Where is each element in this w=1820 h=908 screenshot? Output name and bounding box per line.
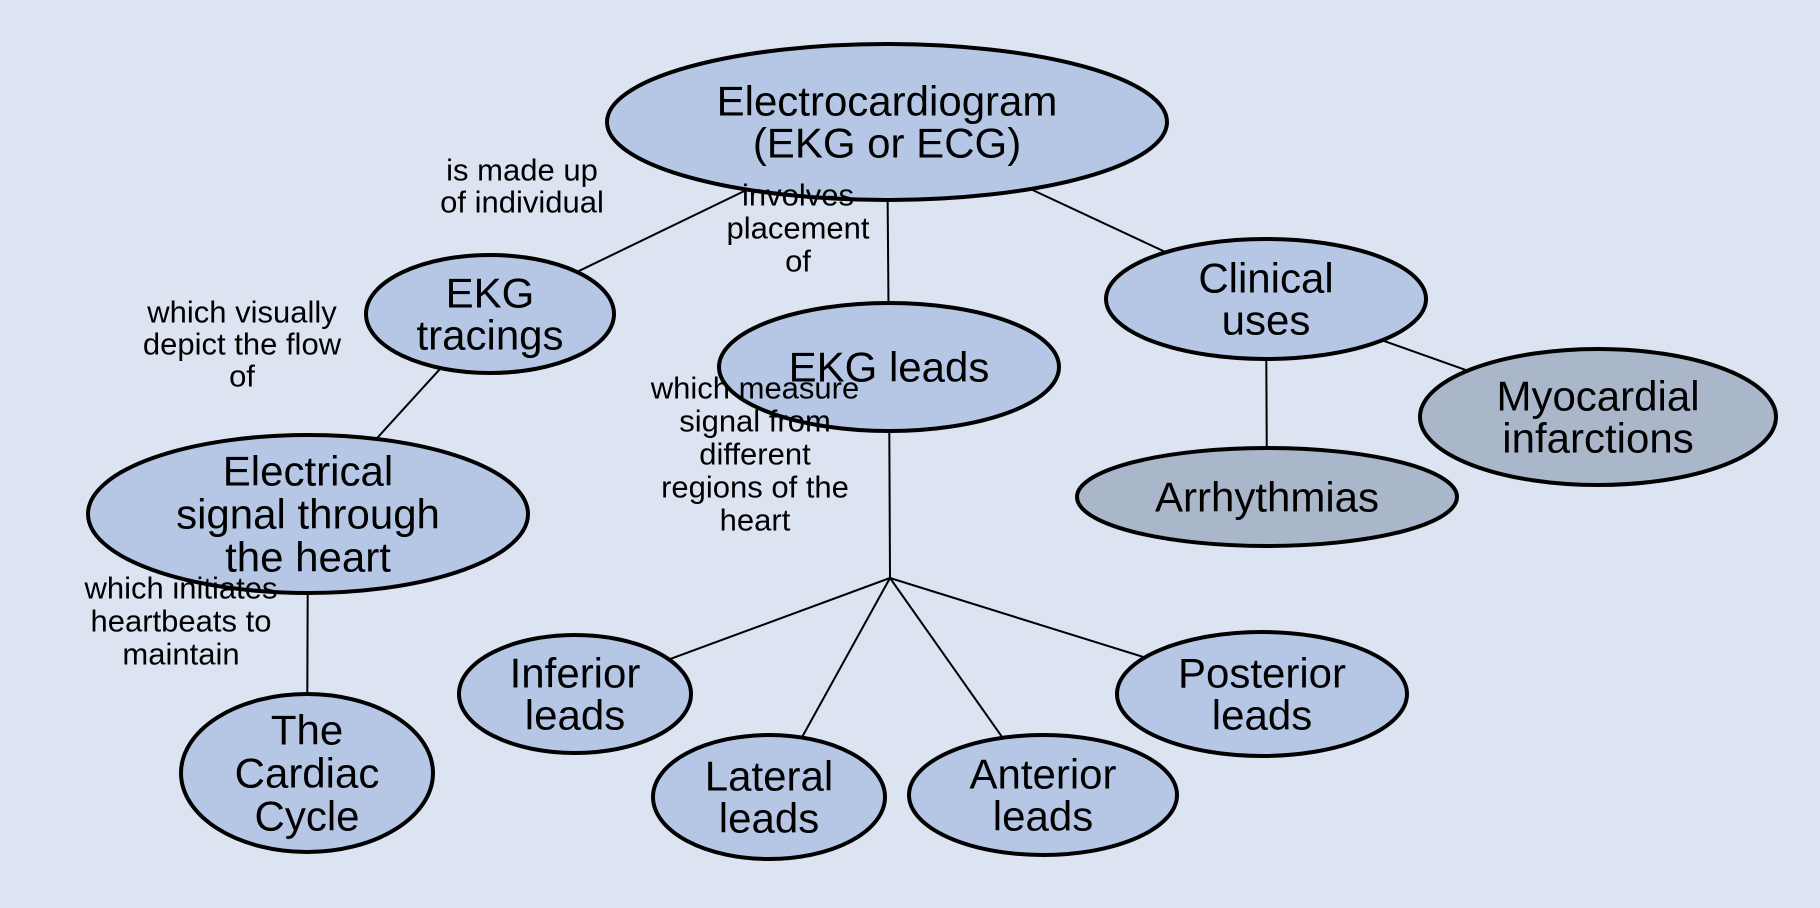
node-label-line: Cardiac xyxy=(235,750,380,797)
linking-phrase-line: depict the flow xyxy=(143,327,342,362)
linking-phrase-line: which measure xyxy=(650,371,859,406)
node-label-line: Clinical xyxy=(1198,255,1333,302)
node-label-line: Electrical xyxy=(223,448,393,495)
node-label-line: EKG leads xyxy=(789,344,990,391)
node-label-line: The xyxy=(271,707,343,754)
connector-visually-depict xyxy=(375,367,442,440)
node-label-line: Lateral xyxy=(705,753,833,800)
connector-to-posterior xyxy=(889,577,1146,659)
node-lateral-ellipse xyxy=(651,733,887,861)
node-ekg-label: Electrocardiogram(EKG or ECG) xyxy=(717,78,1058,167)
node-label-line: uses xyxy=(1222,297,1311,344)
node-arrhythmias-label: Arrhythmias xyxy=(1155,474,1379,521)
linking-phrase-line: which visually xyxy=(146,295,337,330)
connector-lines xyxy=(306,188,1469,739)
node-label-line: Cycle xyxy=(254,793,359,840)
node-label-line: leads xyxy=(1212,692,1312,739)
linking-phrase-line: is made up xyxy=(446,153,598,188)
node-leads: EKG leads xyxy=(717,301,1061,433)
linking-phrase-line: which initiates xyxy=(84,571,278,606)
node-posterior-ellipse xyxy=(1115,630,1409,758)
node-label-line: Myocardial xyxy=(1496,373,1699,420)
node-label-line: leads xyxy=(525,692,625,739)
node-electrical-ellipse xyxy=(86,433,530,595)
node-inferior-ellipse xyxy=(457,633,693,755)
linking-phrase-line: different xyxy=(699,437,811,472)
linking-phrase-line: involves xyxy=(742,178,854,213)
node-myocardial-ellipse xyxy=(1418,347,1778,487)
connector-made-up-of xyxy=(576,188,748,273)
linking-phrase-line: of xyxy=(229,359,255,394)
node-label-line: leads xyxy=(993,793,1093,840)
node-label-line: EKG xyxy=(446,270,535,317)
node-label-line: Electrocardiogram xyxy=(717,78,1058,125)
node-label-line: Inferior xyxy=(510,650,641,697)
node-ekg-ellipse xyxy=(605,42,1169,202)
linking-phrase-line: maintain xyxy=(122,637,239,672)
node-cycle-ellipse xyxy=(179,692,435,854)
node-label-line: infarctions xyxy=(1502,415,1693,462)
node-label-line: the heart xyxy=(225,534,391,581)
node-label-line: Posterior xyxy=(1178,650,1346,697)
node-label-line: tracings xyxy=(416,312,563,359)
linking-phrase-line: regions of the xyxy=(661,470,849,505)
node-ekg: Electrocardiogram(EKG or ECG) xyxy=(605,42,1169,202)
linking-phrase-line: heart xyxy=(720,503,791,538)
node-arrhythmias-ellipse xyxy=(1075,446,1459,548)
connector-involves-placement xyxy=(886,199,890,304)
node-leads-label: EKG leads xyxy=(789,344,990,391)
linking-phrase-line: placement xyxy=(726,211,869,246)
node-label-line: Anterior xyxy=(969,751,1116,798)
node-leads-ellipse xyxy=(717,301,1061,433)
connector-myocardial-link xyxy=(1381,339,1469,372)
linking-phrase-line: of xyxy=(785,244,811,279)
node-arrhythmias: Arrhythmias xyxy=(1075,446,1459,548)
node-anterior-ellipse xyxy=(907,733,1179,857)
linking-phrase-line: signal from xyxy=(679,404,831,439)
connector-to-lateral xyxy=(800,577,891,739)
node-label-line: Arrhythmias xyxy=(1155,474,1379,521)
linking-phrase-line: heartbeats to xyxy=(91,604,272,639)
connector-measure-signal xyxy=(888,430,891,579)
node-label-line: (EKG or ECG) xyxy=(753,120,1021,167)
connector-to-inferior xyxy=(668,577,891,661)
connector-clinical-link xyxy=(1030,188,1167,254)
connector-to-anterior xyxy=(889,577,1004,739)
linking-phrase-line: of individual xyxy=(440,185,604,220)
node-label-line: leads xyxy=(719,795,819,842)
node-clinical-ellipse xyxy=(1104,237,1428,361)
node-tracings-ellipse xyxy=(364,253,616,375)
node-label-line: signal through xyxy=(176,491,440,538)
